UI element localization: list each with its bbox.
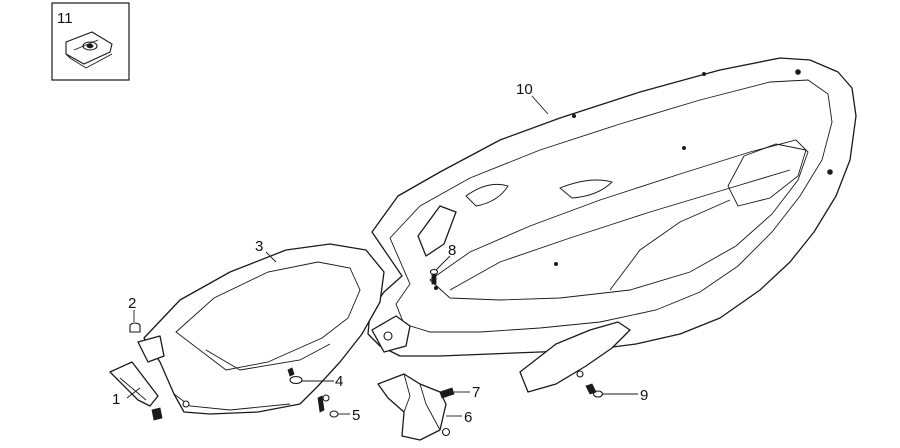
push-clip-part-4 — [287, 367, 303, 385]
screw-part-9 — [585, 383, 604, 398]
clip-nut-part-11 — [65, 31, 113, 69]
callout-8: 8 — [448, 242, 456, 259]
leader-10 — [531, 95, 549, 115]
callout-9: 9 — [640, 387, 648, 404]
callout-3: 3 — [255, 238, 263, 255]
callout-10: 10 — [516, 81, 533, 98]
callout-6: 6 — [464, 409, 472, 426]
callout-1: 1 — [112, 391, 120, 408]
callout-5: 5 — [352, 407, 360, 424]
bolt-part-8 — [429, 268, 439, 285]
inset-part-11: 11 — [51, 2, 130, 81]
screw-part-2 — [129, 322, 141, 333]
side-panel-part-3 — [137, 243, 385, 415]
callout-11: 11 — [57, 10, 73, 27]
leader-lines — [126, 95, 638, 417]
leader-3 — [265, 251, 277, 263]
callout-7: 7 — [472, 384, 480, 401]
bracket-part-1 — [109, 361, 163, 421]
rear-body-frame-part-10 — [367, 57, 857, 393]
screw-part-5 — [317, 395, 339, 418]
callout-2: 2 — [128, 295, 136, 312]
callout-4: 4 — [335, 373, 343, 390]
mounting-bracket-part-6 — [377, 373, 451, 441]
leader-1 — [126, 387, 141, 399]
bolt-part-7 — [439, 387, 455, 399]
leader-8 — [435, 255, 451, 271]
